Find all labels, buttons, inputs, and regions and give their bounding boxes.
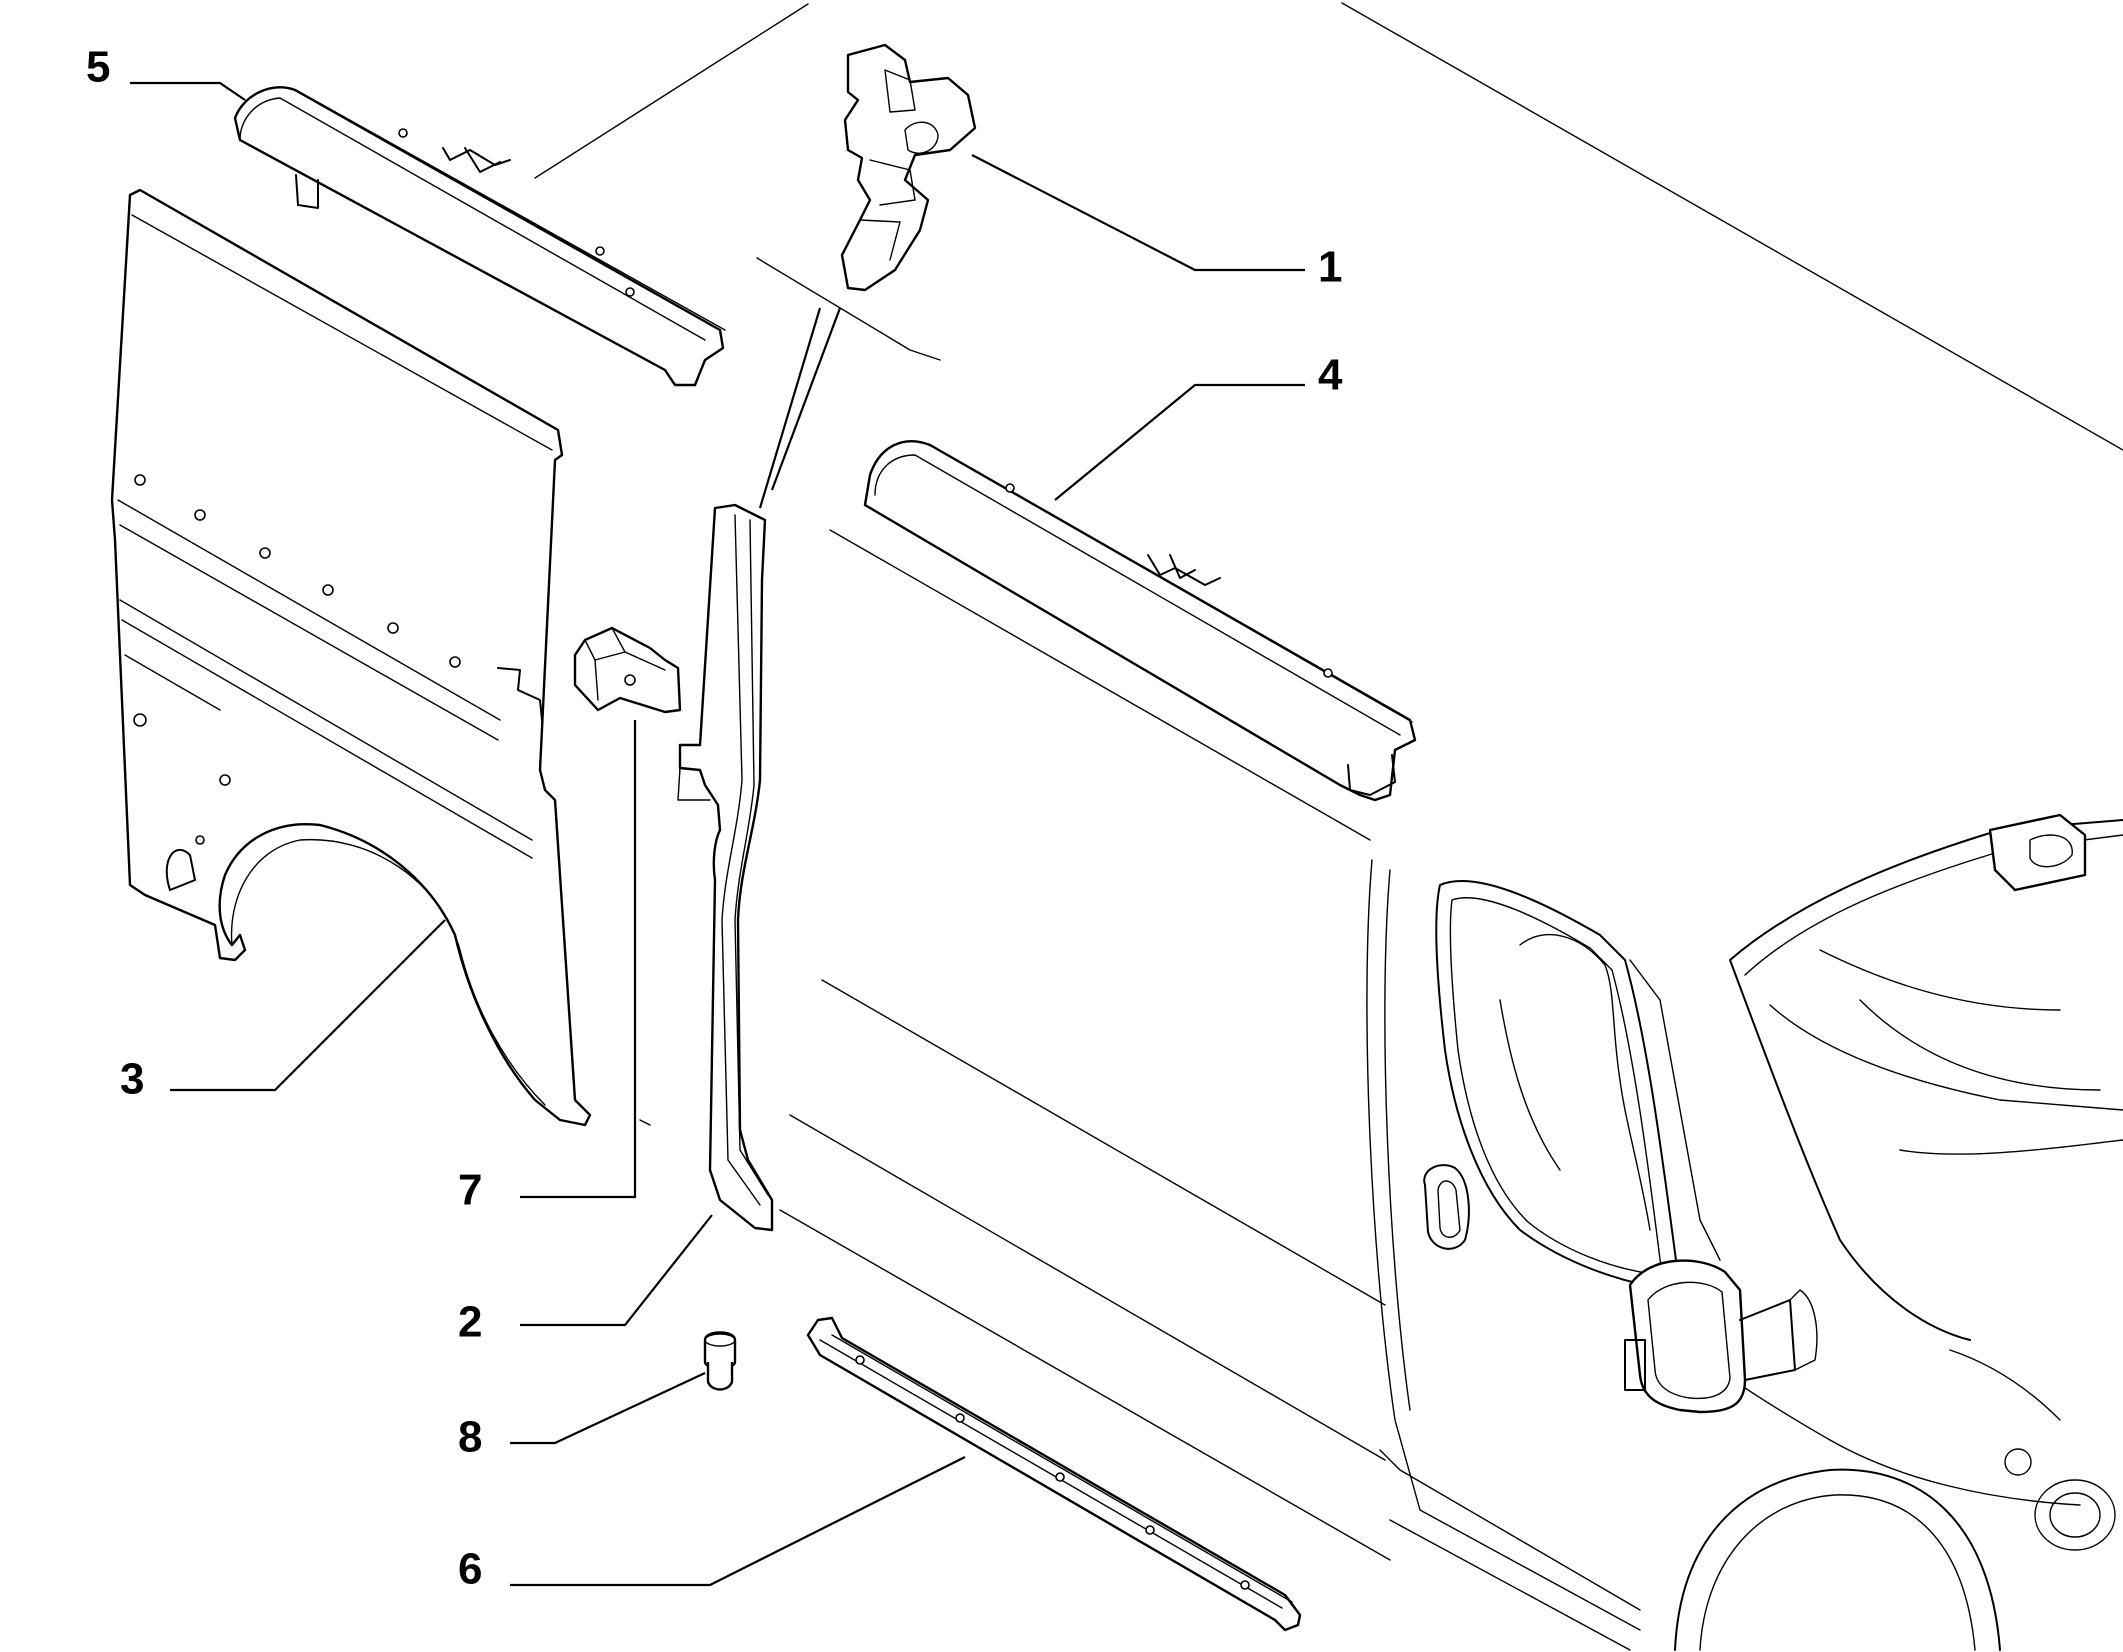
callout-8: 8 (458, 1413, 482, 1462)
part-6-sill (806, 1316, 1302, 1632)
callout-5: 5 (86, 43, 110, 92)
callout-4: 4 (1318, 351, 1343, 400)
part-3-side-panel (110, 188, 592, 1127)
callout-3: 3 (120, 1055, 144, 1104)
callout-2: 2 (458, 1298, 482, 1347)
leader-lines (130, 81, 1305, 1587)
callout-6: 6 (458, 1545, 482, 1594)
part-4-roof-rail (863, 440, 1417, 802)
part-8-bolt (703, 1331, 737, 1391)
callout-7: 7 (458, 1166, 482, 1215)
part-1-clip (840, 43, 977, 292)
van-body-outline (534, 2, 2123, 1651)
part-5-roof-rail (233, 86, 726, 387)
callout-numbers: 1 2 3 4 5 6 7 8 (86, 43, 1343, 1594)
callout-1: 1 (1318, 243, 1342, 292)
part-2-pillar (677, 503, 774, 1232)
part-7-bracket (573, 626, 682, 714)
